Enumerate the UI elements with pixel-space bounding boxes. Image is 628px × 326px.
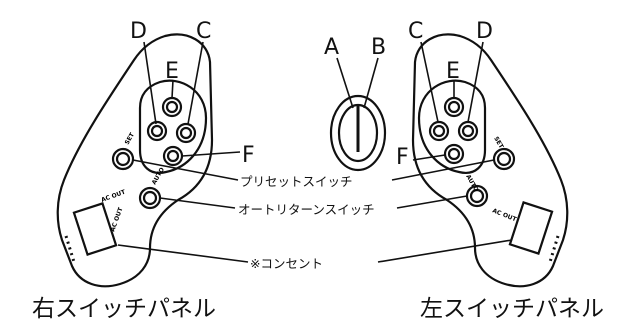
right-panel-button-area [138, 79, 208, 174]
title-right-switch-panel: 右スイッチパネル [32, 296, 216, 322]
right-panel-mark-set: SET [124, 131, 137, 146]
left-leaders [412, 41, 484, 161]
center-knob [329, 57, 387, 172]
left-outlet-dots [548, 235, 560, 263]
caption-preset-switch: プリセットスイッチ [240, 174, 353, 189]
label-left-c: C [408, 19, 423, 44]
label-knob-b: B [371, 35, 386, 60]
right-button-e [161, 96, 183, 118]
left-panel-mark-auto: AUTO [464, 174, 479, 194]
left-preset-switch [492, 147, 516, 171]
right-panel-mark-auto: AUTO [151, 166, 166, 186]
left-button-f [443, 143, 465, 165]
label-right-d: D [130, 19, 147, 44]
label-left-d: D [476, 19, 493, 44]
right-auto-return-switch [138, 186, 162, 210]
left-button-e [443, 96, 465, 118]
right-outlet-rect [72, 202, 118, 256]
left-panel-button-area [417, 79, 487, 174]
right-button-c [175, 122, 197, 144]
right-leaders [143, 41, 241, 157]
right-switch-panel [56, 33, 214, 288]
right-outlet-dots [64, 235, 76, 263]
left-button-d [457, 120, 479, 142]
right-preset-switch [111, 147, 135, 171]
caption-outlet: ※コンセント [250, 256, 323, 271]
label-right-f: F [242, 143, 255, 168]
left-button-c [428, 120, 450, 142]
left-panel-outline [411, 33, 569, 288]
label-left-e: E [446, 59, 460, 84]
caption-auto-return-switch: オートリターンスイッチ [238, 202, 375, 217]
label-right-c: C [196, 19, 211, 44]
label-knob-a: A [324, 35, 339, 60]
right-panel-mark-outlet-b: AC OUT [109, 206, 125, 233]
right-panel-mark-outlet-a: AC OUT [100, 188, 127, 204]
left-panel-mark-outlet: AC OUT [491, 207, 518, 223]
left-outlet-rect [508, 201, 554, 255]
label-left-f: F [396, 145, 409, 170]
right-button-f [162, 145, 184, 167]
right-button-d [146, 120, 168, 142]
label-right-e: E [165, 59, 179, 84]
title-left-switch-panel: 左スイッチパネル [420, 296, 604, 322]
caption-leaders [117, 159, 513, 263]
